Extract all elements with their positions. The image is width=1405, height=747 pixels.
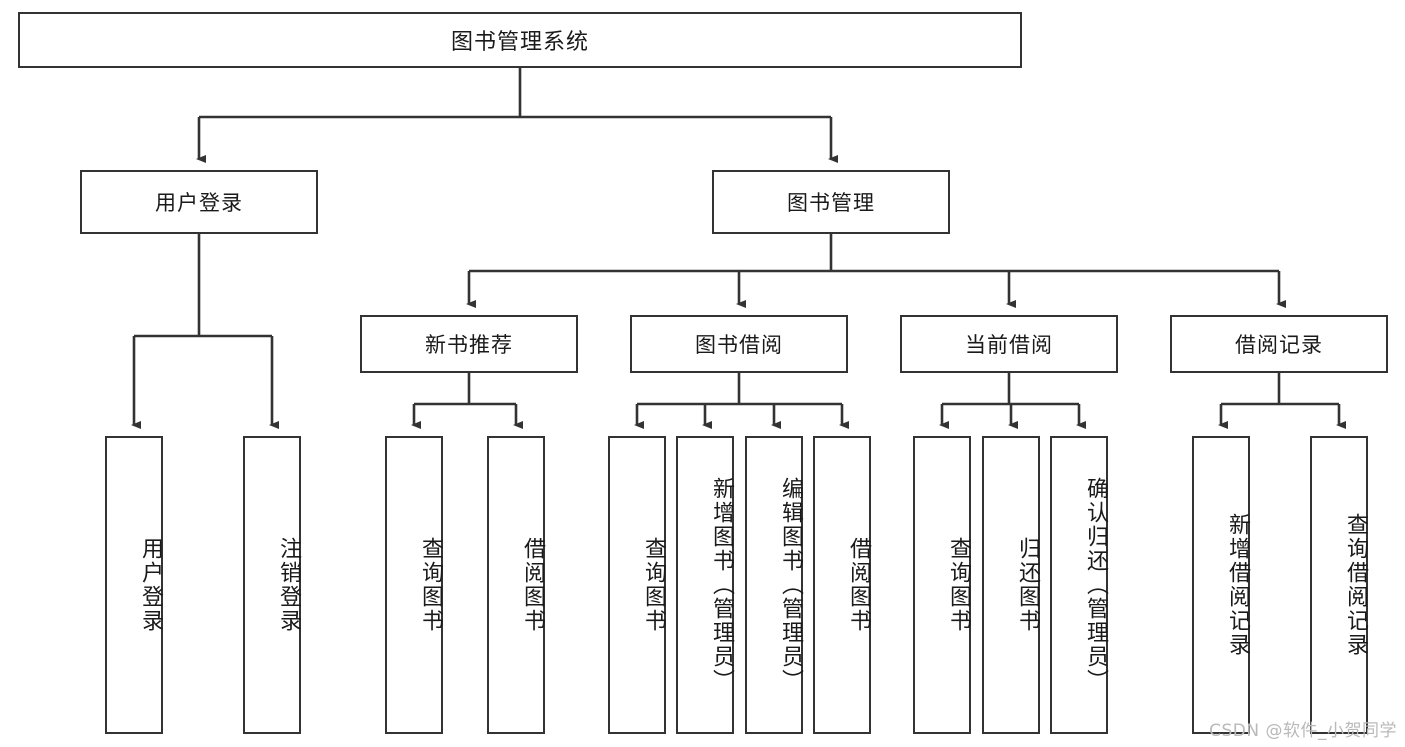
node-label: 查询借阅记录 [1343, 513, 1368, 657]
node-label: 查询图书 [418, 537, 443, 633]
node-label: 归还图书 [1015, 537, 1040, 633]
node-label: 借阅记录 [1235, 333, 1323, 357]
leaf-edit-book[interactable]: 编辑图书（管理员） [745, 436, 803, 734]
leaf-borrow-book-2[interactable]: 借阅图书 [813, 436, 871, 734]
node-book-manage[interactable]: 图书管理 [712, 170, 950, 234]
csdn-watermark: CSDN @软件_小贺同学 [1209, 721, 1397, 741]
node-label: 编辑图书（管理员） [778, 477, 803, 693]
node-label: 新书推荐 [425, 333, 513, 357]
node-label: 借阅图书 [520, 537, 545, 633]
leaf-add-book[interactable]: 新增图书（管理员） [676, 436, 734, 734]
leaf-query-record[interactable]: 查询借阅记录 [1310, 436, 1368, 734]
node-label: 当前借阅 [965, 333, 1053, 357]
leaf-query-book-1[interactable]: 查询图书 [385, 436, 443, 734]
node-label: 图书管理 [787, 191, 875, 215]
leaf-query-book-2[interactable]: 查询图书 [608, 436, 666, 734]
node-label: 用户登录 [138, 537, 163, 633]
node-root-system[interactable]: 图书管理系统 [18, 12, 1022, 68]
leaf-confirm-return[interactable]: 确认归还（管理员） [1050, 436, 1108, 734]
node-label: 图书管理系统 [450, 30, 589, 55]
node-label: 图书借阅 [695, 333, 783, 357]
node-label: 借阅图书 [846, 537, 871, 633]
node-label: 确认归还（管理员） [1083, 477, 1108, 693]
node-label: 新增借阅记录 [1225, 513, 1250, 657]
leaf-user-login[interactable]: 用户登录 [105, 436, 163, 734]
leaf-borrow-book-1[interactable]: 借阅图书 [487, 436, 545, 734]
node-book-borrow[interactable]: 图书借阅 [630, 315, 848, 373]
node-user-login[interactable]: 用户登录 [80, 170, 318, 234]
node-label: 查询图书 [641, 537, 666, 633]
node-label: 注销登录 [276, 537, 301, 633]
leaf-query-book-3[interactable]: 查询图书 [913, 436, 971, 734]
node-label: 查询图书 [946, 537, 971, 633]
leaf-add-record[interactable]: 新增借阅记录 [1192, 436, 1250, 734]
node-borrow-record[interactable]: 借阅记录 [1170, 315, 1388, 373]
node-new-book-rec[interactable]: 新书推荐 [360, 315, 578, 373]
node-label: 新增图书（管理员） [709, 477, 734, 693]
node-current-borrow[interactable]: 当前借阅 [900, 315, 1118, 373]
node-label: 用户登录 [155, 191, 243, 215]
leaf-return-book[interactable]: 归还图书 [982, 436, 1040, 734]
leaf-logout[interactable]: 注销登录 [243, 436, 301, 734]
